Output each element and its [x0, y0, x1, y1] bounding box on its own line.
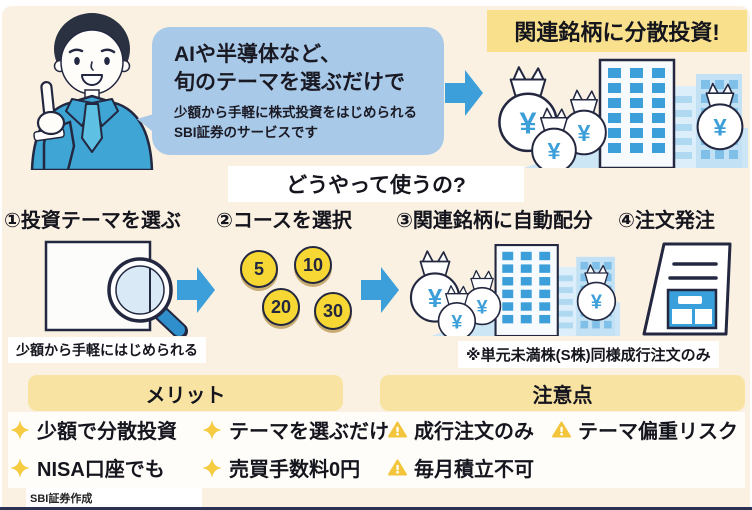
presenter-man-illustration [30, 13, 154, 170]
caution-item-label: 毎月積立不可 [414, 459, 534, 481]
cautions-list: 成行注文のみ テーマ偏重リスク 毎月積立不可 [388, 416, 738, 481]
step-3-label: ③関連銘柄に自動配分 [396, 210, 593, 232]
coin-5: 5 [240, 250, 278, 288]
coin-20: 20 [262, 288, 300, 326]
warning-icon [388, 459, 407, 476]
arrow-right-icon [361, 267, 399, 313]
arrow-right-icon [445, 70, 483, 116]
merit-item-label: 売買手数料0円 [229, 459, 361, 481]
merits-header: メリット [28, 375, 343, 411]
merit-item-label: テーマを選ぶだけ [229, 421, 389, 443]
step-4-label: ④注文発注 [618, 210, 715, 232]
hand [36, 110, 66, 136]
magnifier-handle [156, 308, 185, 336]
magnifier-lens [115, 265, 165, 315]
merit-item: テーマを選ぶだけ [202, 416, 389, 443]
step-1-label: ①投資テーマを選ぶ [4, 210, 181, 232]
caution-item-label: テーマ偏重リスク [578, 421, 738, 443]
merits-list: 少額で分散投資 テーマを選ぶだけ NISA口座でも 売買手数料0円 [10, 416, 389, 481]
caution-item: テーマ偏重リスク [552, 416, 738, 443]
merit-item: NISA口座でも [10, 454, 202, 481]
bubble-headline-2: 旬のテーマを選ぶだけで [174, 70, 405, 94]
arrow-right-icon [177, 267, 215, 313]
warning-icon [388, 421, 407, 438]
footer-credit: SBI証券作成 [26, 488, 202, 509]
bubble-sub-1: 少額から手軽に株式投資をはじめられる [174, 105, 417, 121]
sparkle-icon [202, 419, 222, 440]
caution-item: 毎月積立不可 [388, 454, 552, 481]
auto-allocation-illustration [398, 240, 620, 336]
coin-30: 30 [314, 292, 352, 330]
course-coins: 5 10 20 30 [230, 244, 360, 336]
items-background-band [8, 412, 745, 488]
mouth [81, 74, 103, 86]
money-bags-buildings-illustration [484, 54, 748, 168]
caution-item: 成行注文のみ [388, 416, 552, 443]
warning-icon [552, 421, 571, 438]
coin-10: 10 [294, 246, 332, 284]
caution-item-label: 成行注文のみ [414, 421, 534, 443]
sparkle-icon [202, 457, 222, 478]
bubble-headline-1: AIや半導体など、 [174, 43, 341, 66]
cautions-header: 注意点 [380, 375, 745, 411]
order-note: ※単元未満株(S株)同様成行注文のみ [458, 341, 719, 368]
step-1-caption: 少額から手軽にはじめられる [8, 337, 206, 363]
how-to-title: どうやって使うの? [228, 166, 524, 202]
step-2-label: ②コースを選択 [216, 210, 352, 232]
sparkle-icon [10, 457, 30, 478]
tie [81, 103, 103, 153]
merit-item-label: NISA口座でも [37, 459, 165, 481]
order-form-illustration [642, 242, 732, 336]
bottom-border-bar [0, 507, 752, 510]
bubble-sub-2: SBI証券のサービスです [174, 124, 319, 140]
merit-item: 売買手数料0円 [202, 454, 389, 481]
speech-bubble: AIや半導体など、 旬のテーマを選ぶだけで 少額から手軽に株式投資をはじめられる… [137, 27, 444, 155]
dispersion-banner: 関連銘柄に分散投資! [487, 10, 747, 52]
theme-search-illustration [44, 240, 188, 336]
merit-item: 少額で分散投資 [10, 416, 202, 443]
sparkle-icon [10, 419, 30, 440]
merit-item-label: 少額で分散投資 [37, 421, 177, 443]
